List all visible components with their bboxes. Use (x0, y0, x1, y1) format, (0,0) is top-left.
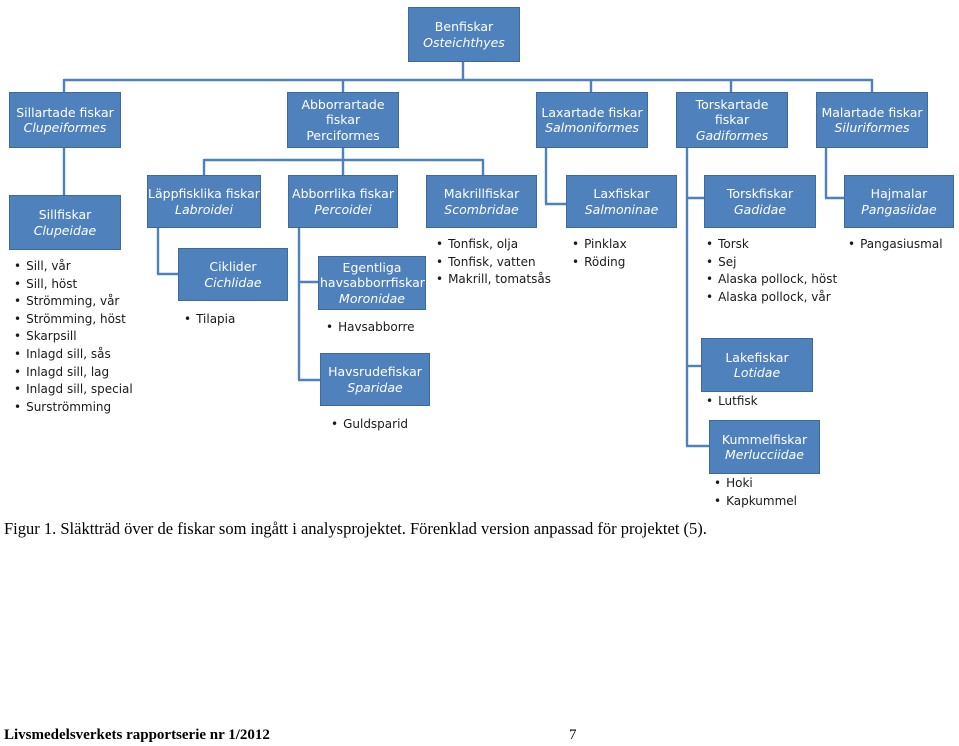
node-name: Ciklider (209, 259, 257, 275)
node-ciklider: Ciklider Cichlidae (178, 248, 288, 301)
list-item: Sill, vår (14, 258, 133, 276)
list-item: Hoki (714, 475, 797, 493)
report-series-footer: Livsmedelsverkets rapportserie nr 1/2012 (4, 727, 270, 743)
node-lakefiskar: Lakefiskar Lotidae (701, 338, 813, 392)
node-latin: Scombridae (444, 201, 519, 217)
node-latin: Cichlidae (204, 274, 262, 290)
list-item: Inlagd sill, sås (14, 346, 133, 364)
list-item: Sill, höst (14, 276, 133, 294)
node-havsrude: Havsrudefiskar Sparidae (320, 353, 430, 406)
node-latin: Salmoninae (584, 201, 659, 217)
node-name: Abborrlika fiskar (292, 186, 394, 202)
node-latin: Salmoniformes (545, 120, 639, 135)
list-item: Alaska pollock, höst (706, 271, 837, 289)
node-name: Havsrudefiskar (328, 364, 422, 380)
list-item: Inlagd sill, lag (14, 364, 133, 382)
species-list-torskfiskar: Torsk Sej Alaska pollock, höst Alaska po… (706, 236, 837, 306)
node-name: Makrillfiskar (443, 186, 520, 202)
node-latin: Moronidae (339, 290, 405, 306)
node-latin: Lotidae (733, 365, 781, 380)
list-item: Sej (706, 254, 837, 272)
node-name: Kummelfiskar (721, 431, 808, 447)
node-name: Läppfisklika fiskar (148, 186, 260, 202)
species-list-sillfiskar: Sill, vår Sill, höst Strömming, vår Strö… (14, 258, 133, 416)
node-abborrlika: Abborrlika fiskar Percoidei (288, 175, 398, 228)
node-name: Lakefiskar (725, 349, 789, 365)
node-latin: Merlucciidae (725, 447, 804, 462)
node-latin: Gadidae (733, 201, 787, 217)
node-name: Hajmalar (870, 186, 928, 202)
list-item: Kapkummel (714, 493, 797, 511)
node-latin: Labroidei (175, 201, 233, 217)
node-latin: Pangasiidae (861, 201, 937, 217)
node-malartade: Malartade fiskar Siluriformes (816, 92, 928, 148)
node-torskfiskar: Torskfiskar Gadidae (704, 175, 816, 228)
list-item: Makrill, tomatsås (436, 271, 551, 289)
list-item: Pangasiusmal (848, 236, 942, 254)
list-item: Tilapia (184, 311, 235, 329)
node-hajmalar: Hajmalar Pangasiidae (844, 175, 954, 228)
list-item: Röding (572, 254, 627, 272)
species-list-lakefiskar: Lutfisk (706, 393, 758, 411)
node-name: Sillartade fiskar (16, 104, 114, 120)
node-sillartade: Sillartade fiskar Clupeiformes (9, 92, 121, 148)
list-item: Tonfisk, olja (436, 236, 551, 254)
list-item: Pinklax (572, 236, 627, 254)
node-kummel: Kummelfiskar Merlucciidae (709, 420, 820, 474)
list-item: Inlagd sill, special (14, 381, 133, 399)
list-item: Lutfisk (706, 393, 758, 411)
node-makrill: Makrillfiskar Scombridae (426, 175, 537, 228)
node-latin: Gadiformes (695, 127, 769, 143)
node-egentliga: Egentliga havsabborrfiskar Moronidae (318, 256, 426, 310)
node-lappfisklika: Läppfisklika fiskar Labroidei (147, 175, 261, 228)
list-item: Havsabborre (326, 319, 414, 337)
list-item: Surströmming (14, 399, 133, 417)
species-list-laxfiskar: Pinklax Röding (572, 236, 627, 271)
node-latin: Sparidae (347, 379, 403, 395)
species-list-havsrude: Guldsparid (331, 416, 408, 434)
list-item: Tonfisk, vatten (436, 254, 551, 272)
node-name: Laxartade fiskar (541, 104, 643, 120)
species-list-kummel: Hoki Kapkummel (714, 475, 797, 510)
node-latin: Osteichthyes (423, 34, 505, 50)
node-sillfiskar: Sillfiskar Clupeidae (9, 195, 121, 250)
node-name: Torskartade fiskar (695, 97, 769, 128)
species-list-ciklider: Tilapia (184, 311, 235, 329)
list-item: Torsk (706, 236, 837, 254)
list-item: Strömming, höst (14, 311, 133, 329)
list-item: Alaska pollock, vår (706, 289, 837, 307)
species-list-egentliga: Havsabborre (326, 319, 414, 337)
page-number: 7 (569, 727, 577, 743)
species-list-hajmalar: Pangasiusmal (848, 236, 942, 254)
list-item: Strömming, vår (14, 293, 133, 311)
node-laxfiskar: Laxfiskar Salmoninae (566, 175, 677, 228)
node-name: Torskfiskar (726, 186, 794, 202)
family-tree: Benfiskar Osteichthyes Sillartade fiskar… (0, 0, 959, 515)
tree-connectors (62, 62, 874, 448)
node-latin: Siluriformes (834, 120, 910, 135)
node-name: Laxfiskar (593, 186, 650, 202)
node-abborrartade: Abborrartade fiskar Perciformes (287, 92, 399, 148)
node-latin: Percoidei (314, 201, 372, 217)
node-latin: Clupeiformes (23, 120, 107, 135)
node-latin: Clupeidae (33, 222, 97, 238)
node-name: Benfiskar (434, 19, 494, 35)
figure-caption: Figur 1. Släktträd över de fiskar som in… (4, 519, 707, 538)
list-item: Skarpsill (14, 328, 133, 346)
node-name: Malartade fiskar (821, 104, 923, 120)
node-name: Sillfiskar (38, 207, 92, 223)
node-name: Abborrartade fiskar Perciformes (301, 97, 385, 143)
node-name: Egentliga havsabborrfiskar (320, 260, 425, 291)
species-list-makrill: Tonfisk, olja Tonfisk, vatten Makrill, t… (436, 236, 551, 289)
node-benfiskar: Benfiskar Osteichthyes (408, 7, 520, 62)
node-laxartade: Laxartade fiskar Salmoniformes (536, 92, 648, 148)
list-item: Guldsparid (331, 416, 408, 434)
node-torskartade: Torskartade fiskar Gadiformes (676, 92, 788, 148)
